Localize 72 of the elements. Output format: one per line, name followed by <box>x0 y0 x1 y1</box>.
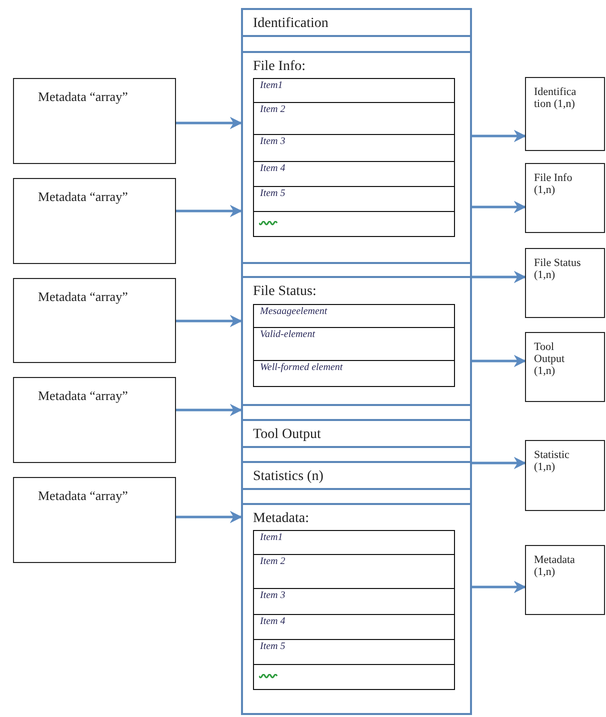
section-heading: Tool Output <box>253 427 321 443</box>
item-label: Item 5 <box>260 188 286 199</box>
output-box <box>525 248 605 318</box>
table-row <box>253 664 455 690</box>
table-row <box>253 530 455 555</box>
table-row <box>253 78 455 103</box>
section-heading: File Info: <box>253 59 306 75</box>
arrow <box>472 354 526 368</box>
box-label: Metadata “array” <box>38 289 128 305</box>
section-bar <box>241 461 472 490</box>
section-heading: File Status: <box>253 284 316 300</box>
arrow <box>472 456 526 470</box>
box-label: Metadata “array” <box>38 488 128 504</box>
item-label: Item 5 <box>260 641 286 652</box>
box-label: Tool Output (1,n) <box>534 341 566 377</box>
item-label: Item1 <box>260 532 283 543</box>
box-label: Statistic (1,n) <box>534 449 570 473</box>
item-label: Item 4 <box>260 616 286 627</box>
output-box <box>525 163 605 233</box>
box-label: Metadata (1,n) <box>534 554 576 578</box>
section-heading: Identification <box>253 16 328 32</box>
section-heading: Metadata: <box>253 511 309 527</box>
box-label: File Status (1,n) <box>534 257 582 281</box>
table-row <box>253 360 455 387</box>
arrow <box>472 130 526 142</box>
item-label: Valid-element <box>260 329 315 340</box>
record-container <box>241 8 472 715</box>
item-label: Well-formed element <box>260 362 343 373</box>
table-row <box>253 639 455 665</box>
table-row <box>253 186 455 212</box>
item-label: Item 3 <box>260 136 286 147</box>
arrow <box>472 580 526 594</box>
table-row <box>253 554 455 589</box>
table-row <box>253 102 455 135</box>
table-row <box>253 211 455 237</box>
section-box <box>241 276 472 406</box>
box-label: Metadata “array” <box>38 89 128 105</box>
arrow <box>472 200 526 214</box>
item-label: Item1 <box>260 80 283 91</box>
arrow <box>176 204 242 218</box>
section-box <box>241 51 472 264</box>
output-box <box>525 440 605 511</box>
table-row <box>253 304 455 328</box>
item-label: Item 2 <box>260 556 286 567</box>
arrow <box>176 116 242 130</box>
table-row <box>253 134 455 162</box>
output-box <box>525 545 605 615</box>
metadata-array-box <box>13 477 176 563</box>
item-label: Mesaageelement <box>260 306 328 317</box>
table-row <box>253 588 455 615</box>
metadata-array-box <box>13 78 176 164</box>
arrow <box>176 404 242 416</box>
section-bar <box>241 419 472 448</box>
table-row <box>253 327 455 361</box>
output-box <box>525 332 605 402</box>
item-label: Item 3 <box>260 590 286 601</box>
table-row <box>253 614 455 640</box>
metadata-array-box <box>13 377 176 463</box>
box-label: Metadata “array” <box>38 388 128 404</box>
metadata-array-box <box>13 278 176 363</box>
item-label: Item 4 <box>260 163 286 174</box>
item-label: Item 2 <box>260 104 286 115</box>
box-label: Identifica tion (1,n) <box>534 86 578 110</box>
box-label: File Info (1,n) <box>534 172 574 196</box>
box-label: Metadata “array” <box>38 189 128 205</box>
section-heading: Statistics (n) <box>253 469 324 485</box>
metadata-array-box <box>13 178 176 264</box>
arrow <box>176 510 242 524</box>
arrow <box>472 270 526 284</box>
output-box <box>525 77 605 151</box>
table-row <box>253 161 455 187</box>
arrow <box>176 314 242 328</box>
